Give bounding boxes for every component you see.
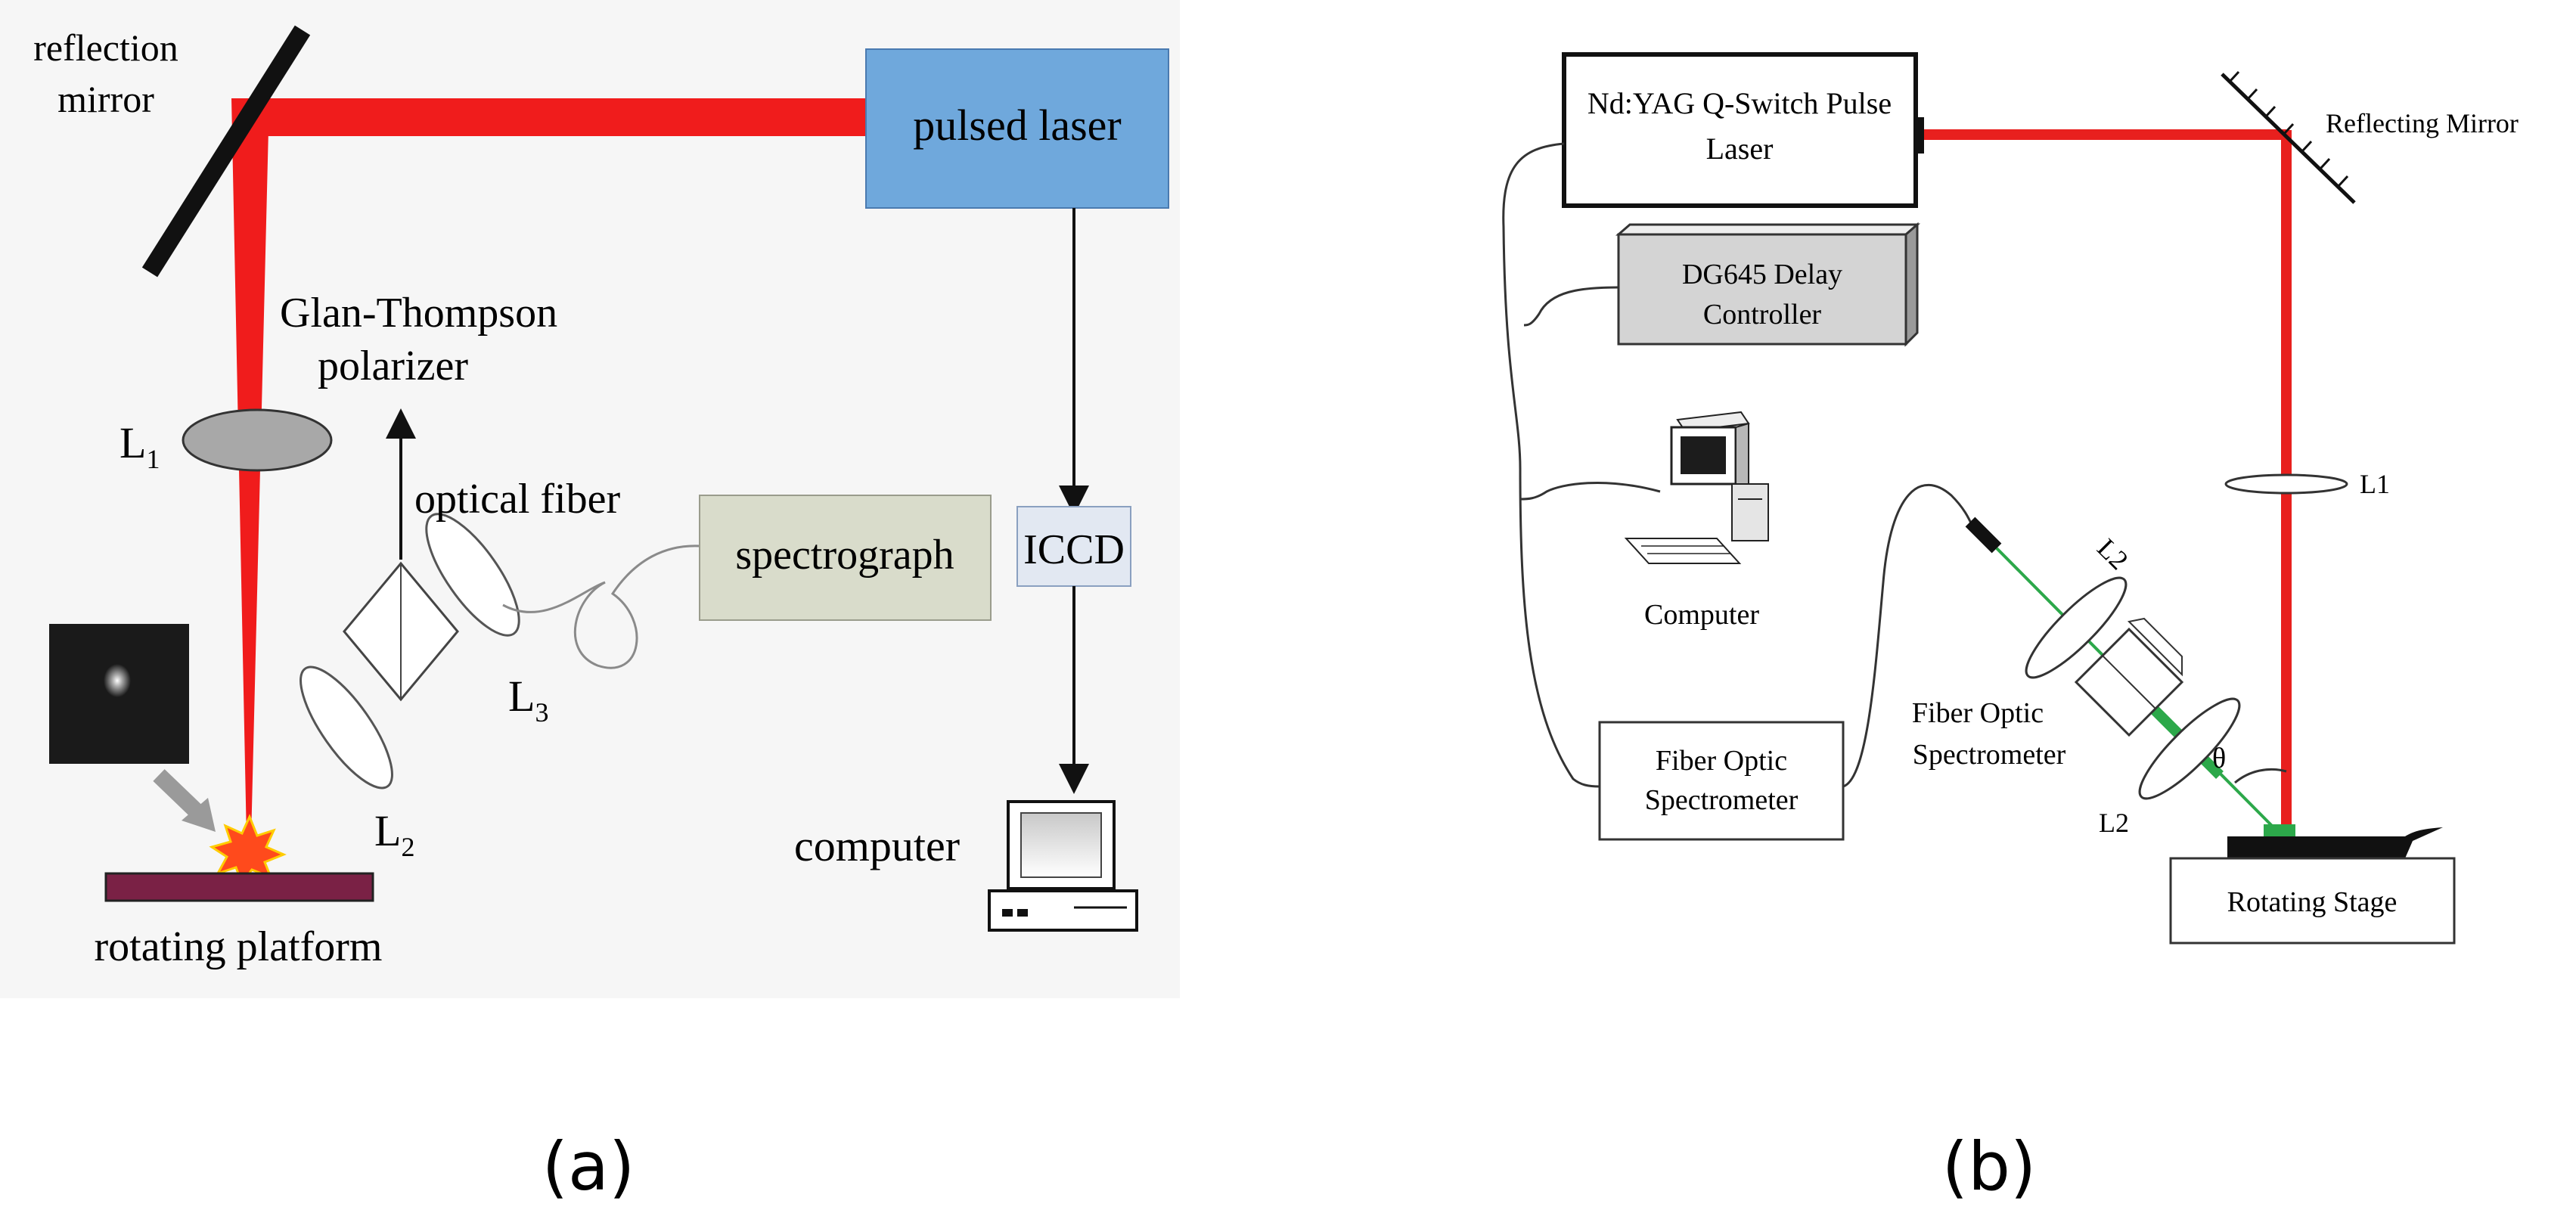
lens-b-l2-upper [2025,576,2128,679]
theta-arc [2234,768,2287,784]
delay-controller-label-line1: DG645 Delay [1682,259,1842,290]
lens-l2-label: L2 [374,806,414,862]
lens-l1 [182,408,333,472]
pulsed-laser-label: pulsed laser [913,101,1121,150]
lens-b-l2-lower [2138,697,2241,800]
plasma-image-spot [104,664,131,697]
optical-fiber-label: optical fiber [414,476,620,523]
lens-l2 [299,665,393,790]
lens-b-l2-upper-label: L2 [2091,532,2134,575]
lens-l3 [425,513,520,637]
spectrometer-side-label-line1: Fiber Optic [1912,697,2044,729]
panel-a: reflection mirror pulsed laser L1 Glan-T… [0,0,1180,998]
reflecting-mirror [2221,70,2356,204]
rotating-platform-label: rotating platform [94,923,382,970]
delay-controller-label-line2: Controller [1703,299,1822,330]
lens-b-l2-lower-label: L2 [2099,808,2129,838]
optical-fiber [502,544,700,669]
spectrograph-label: spectrograph [735,532,954,579]
reflection-mirror-label-line2: mirror [57,78,154,120]
pulsed-laser-box [865,48,1169,209]
polarizer-label-line2: polarizer [318,343,468,389]
panel-b: Nd:YAG Q-Switch Pulse Laser Reflecting M… [1502,52,2519,945]
cable-delay [1523,286,1619,327]
plasma-image-arrow [153,769,204,819]
cable-computer [1519,482,1661,501]
ndyag-laser-box [1562,52,1918,208]
iccd-box [1016,506,1131,587]
ndyag-laser-label-line1: Nd:YAG Q-Switch Pulse [1587,86,1892,120]
rotating-stage-label: Rotating Stage [2227,886,2398,918]
rotating-stage-box [2169,857,2456,945]
spectrometer-side-label-line2: Spectrometer [1913,739,2066,771]
delay-controller-box [1615,222,1921,347]
spectrometer-box-label-line1: Fiber Optic [1656,745,1787,777]
reflecting-mirror-label: Reflecting Mirror [2326,108,2519,138]
computer-icon [988,800,1138,932]
polarizer-b-cube [2074,617,2184,737]
rotating-platform [104,872,374,902]
polarizer-label-line1: Glan-Thompson [280,290,557,337]
computer-label: computer [794,821,960,870]
computer-b-icon [1624,411,1769,564]
sample-holder [2227,827,2443,858]
plasma-image-arrowhead [182,798,216,832]
reflection-mirror-label-line1: reflection [33,26,178,69]
lens-b-l1 [2224,473,2348,495]
reflection-mirror [141,25,311,278]
lens-b-l1-label: L1 [2360,469,2390,499]
cable-fiber [1842,483,1975,788]
caption-b: (b) [1942,1128,2037,1205]
lens-l3-label: L3 [508,672,548,727]
ndyag-laser-output [1913,117,1924,154]
polarizer-prism [343,561,459,702]
lens-l1-label: L1 [119,418,160,474]
sample-spot [2264,824,2295,836]
theta-label: θ [2212,743,2226,774]
fiber-head [1965,517,2002,554]
spectrometer-box-label-line2: Spectrometer [1645,784,1799,816]
caption-a: (a) [542,1128,635,1205]
computer-b-label: Computer [1644,599,1759,631]
cable-trunk [1502,142,1600,788]
iccd-label: ICCD [1023,526,1125,573]
spectrograph-box [699,495,992,621]
ndyag-laser-label-line2: Laser [1706,132,1774,166]
spectrometer-box [1598,721,1845,841]
